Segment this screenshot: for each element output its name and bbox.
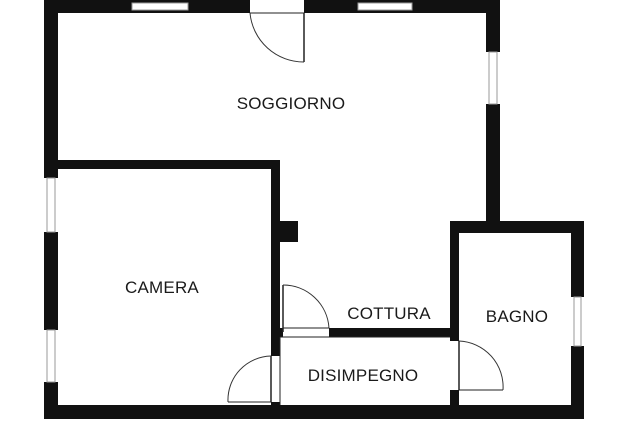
wall-bagno-right-lower [571, 346, 584, 419]
window-left-camera [46, 177, 56, 233]
window-top-2 [357, 2, 413, 11]
wall-camera-right [271, 160, 280, 356]
wall-cottura-bottom [329, 328, 459, 337]
wall-right-middle [486, 104, 500, 226]
wall-right-upper [486, 0, 500, 52]
wall-bagno-top [450, 221, 584, 233]
door-bagno-arc [458, 340, 504, 391]
wall-bottom [44, 405, 584, 419]
wall-bagno-left-lower [450, 390, 459, 419]
window-right-soggiorno [488, 51, 498, 105]
wall-left-middle [44, 232, 58, 330]
wall-cottura-bottom-left [271, 328, 283, 337]
column [280, 221, 298, 242]
window-left-lower [46, 329, 56, 383]
door-camera-arc [227, 355, 272, 403]
door-disimpegno-arc [282, 284, 330, 329]
label-bagno: BAGNO [486, 307, 548, 326]
label-cottura: COTTURA [347, 304, 431, 323]
wall-camera-right-lower [271, 402, 280, 419]
window-top-1 [131, 2, 189, 11]
wall-bagno-left [450, 221, 459, 341]
wall-bagno-right-upper [571, 221, 584, 297]
window-bagno [573, 296, 582, 347]
label-soggiorno: SOGGIORNO [237, 94, 346, 113]
wall-camera-top [44, 160, 280, 169]
wall-left-upper [44, 0, 58, 178]
label-disimpegno: DISIMPEGNO [308, 366, 419, 385]
door-entrance-arc [249, 12, 305, 63]
label-camera: CAMERA [125, 278, 199, 297]
